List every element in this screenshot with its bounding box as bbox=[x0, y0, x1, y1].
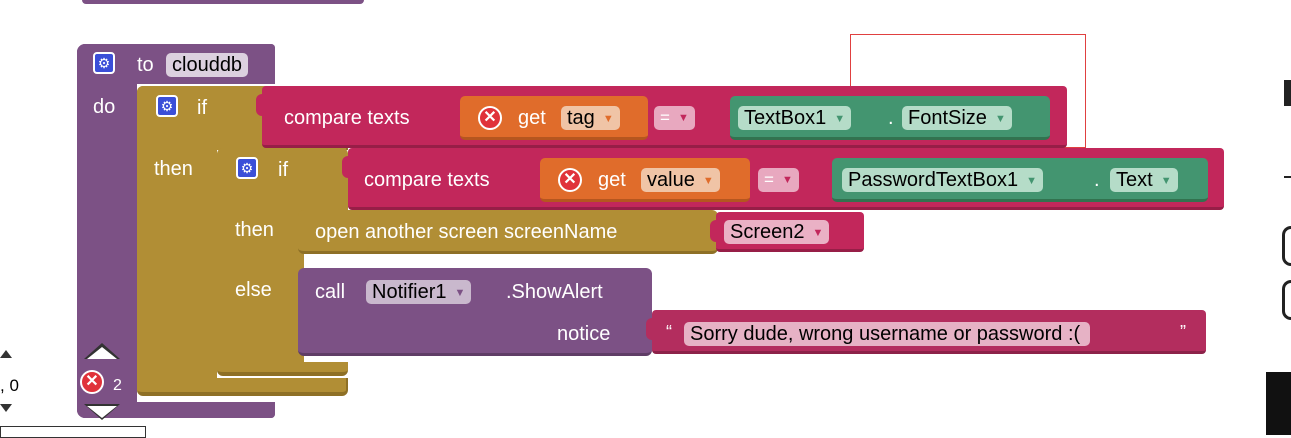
inner-compare-operator-dropdown[interactable]: =▼ bbox=[758, 168, 799, 192]
notice-text-field[interactable]: Sorry dude, wrong username or password :… bbox=[684, 322, 1091, 346]
right-edge-fragment-3 bbox=[1282, 226, 1291, 266]
inner-if-label: if bbox=[278, 159, 288, 181]
outer-component-dropdown[interactable]: TextBox1 ▼ bbox=[738, 106, 852, 130]
dropdown-arrow-icon: ▼ bbox=[602, 113, 614, 125]
call-label: call bbox=[315, 281, 346, 303]
procedure-to-label: to bbox=[137, 54, 154, 76]
inner-get-label: get bbox=[598, 169, 626, 191]
inner-component-dot: . bbox=[1094, 169, 1100, 191]
procedure-bottom-bar bbox=[77, 402, 275, 418]
inner-compare-label: compare texts bbox=[364, 169, 490, 191]
inner-else-label: else bbox=[235, 279, 272, 301]
inner-get-variable-dropdown[interactable]: value ▼ bbox=[641, 168, 720, 192]
inner-compare-operator-value: = bbox=[764, 170, 774, 189]
left-value-label: , 0 bbox=[0, 376, 19, 395]
partial-block-top bbox=[82, 0, 364, 4]
show-alert-method-label: .ShowAlert bbox=[506, 281, 603, 303]
outer-get-label: get bbox=[518, 107, 546, 129]
procedure-gear-icon[interactable]: ⚙ bbox=[93, 52, 115, 74]
notice-quote-open: “ bbox=[666, 322, 672, 342]
open-another-screen-label: open another screen screenName bbox=[315, 221, 618, 243]
inner-component-value: PasswordTextBox1 bbox=[848, 169, 1019, 191]
outer-then-label: then bbox=[154, 158, 193, 180]
dropdown-arrow-icon: ▼ bbox=[812, 227, 824, 239]
inner-compare-nub bbox=[342, 156, 350, 178]
right-edge-fragment-1 bbox=[1284, 80, 1291, 106]
left-up-arrow-icon[interactable] bbox=[0, 350, 12, 358]
inner-property-value: Text bbox=[1116, 169, 1153, 191]
outer-if-label: if bbox=[197, 97, 207, 119]
screen-name-nub bbox=[710, 220, 718, 242]
collapse-down-icon-fill bbox=[87, 406, 117, 418]
trash-icon[interactable] bbox=[1266, 372, 1291, 435]
left-panel-box bbox=[0, 426, 146, 438]
call-notifier-block[interactable] bbox=[298, 268, 652, 356]
notice-text-nub bbox=[646, 318, 654, 340]
procedure-do-label: do bbox=[93, 96, 116, 118]
inner-then-label: then bbox=[235, 219, 274, 241]
inner-if-gear-icon[interactable]: ⚙ bbox=[236, 157, 258, 179]
dropdown-arrow-icon: ▼ bbox=[781, 174, 793, 186]
dropdown-arrow-icon: ▼ bbox=[1026, 175, 1037, 187]
error-icon[interactable]: ✕ bbox=[80, 370, 104, 394]
collapse-up-icon-fill bbox=[87, 347, 117, 359]
dropdown-arrow-icon: ▼ bbox=[454, 287, 466, 299]
dropdown-arrow-icon: ▼ bbox=[677, 112, 689, 124]
outer-property-dropdown[interactable]: FontSize ▼ bbox=[902, 106, 1012, 130]
inner-get-variable-value: value bbox=[647, 169, 695, 191]
notifier-component-value: Notifier1 bbox=[372, 281, 447, 303]
notifier-component-dropdown[interactable]: Notifier1 ▼ bbox=[366, 280, 472, 304]
outer-compare-operator-dropdown[interactable]: =▼ bbox=[654, 106, 695, 130]
outer-compare-label: compare texts bbox=[284, 107, 410, 129]
error-count: 2 bbox=[113, 377, 122, 394]
dropdown-arrow-icon: ▼ bbox=[994, 113, 1006, 125]
screen-name-value: Screen2 bbox=[730, 221, 805, 243]
inner-component-dropdown[interactable]: PasswordTextBox1 ▼ bbox=[842, 168, 1043, 192]
notice-label: notice bbox=[557, 323, 611, 345]
outer-compare-nub bbox=[256, 94, 264, 116]
outer-if-gear-icon[interactable]: ⚙ bbox=[156, 95, 178, 117]
left-down-arrow-icon[interactable] bbox=[0, 404, 12, 412]
screen-name-dropdown[interactable]: Screen2 ▼ bbox=[724, 220, 830, 244]
right-edge-fragment-2 bbox=[1284, 176, 1291, 178]
outer-component-dot: . bbox=[888, 107, 894, 129]
inner-property-dropdown[interactable]: Text ▼ bbox=[1110, 168, 1178, 192]
procedure-name-field[interactable]: clouddb bbox=[166, 53, 249, 77]
right-edge-fragment-4 bbox=[1282, 280, 1291, 320]
outer-get-error-icon[interactable]: ✕ bbox=[478, 106, 502, 130]
outer-compare-operator-value: = bbox=[660, 108, 670, 127]
outer-get-variable-value: tag bbox=[567, 107, 595, 129]
outer-component-value: TextBox1 bbox=[744, 107, 827, 129]
open-another-screen-block[interactable] bbox=[298, 210, 718, 254]
dropdown-arrow-icon: ▼ bbox=[1160, 175, 1172, 187]
dropdown-arrow-icon: ▼ bbox=[702, 175, 714, 187]
outer-property-value: FontSize bbox=[908, 107, 987, 129]
outer-get-variable-dropdown[interactable]: tag ▼ bbox=[561, 106, 620, 130]
notice-quote-close: ” bbox=[1180, 322, 1186, 342]
inner-get-error-icon[interactable]: ✕ bbox=[558, 168, 582, 192]
dropdown-arrow-icon: ▼ bbox=[834, 113, 846, 125]
